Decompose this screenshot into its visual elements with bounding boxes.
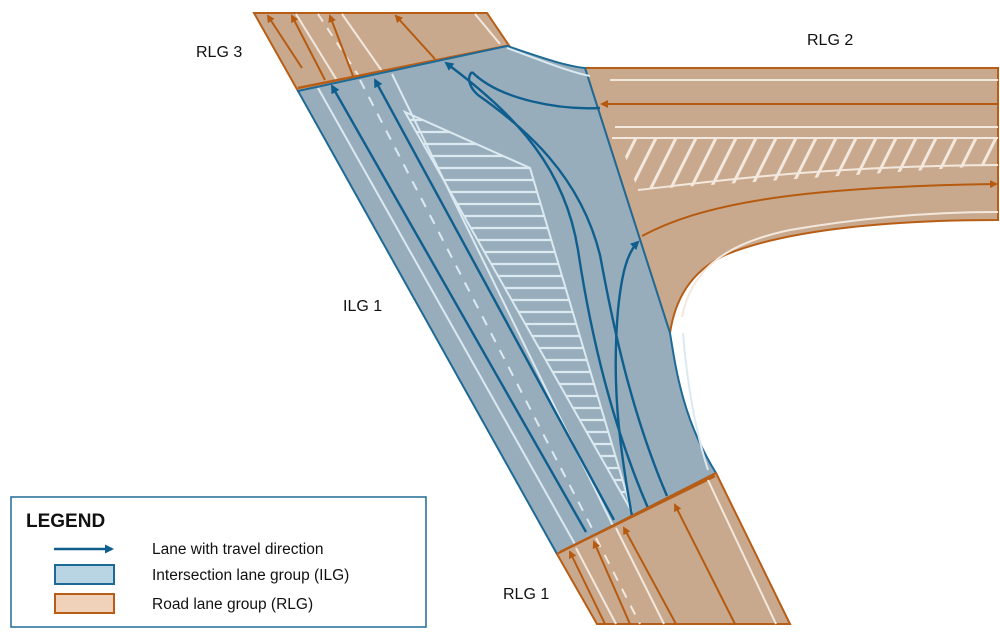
label-rlg1: RLG 1 [503, 586, 549, 603]
label-rlg2: RLG 2 [807, 32, 853, 49]
legend-item-rlg: Road lane group (RLG) [152, 596, 313, 613]
label-rlg3: RLG 3 [196, 44, 242, 61]
rlg-swatch-icon [54, 593, 115, 614]
rlg2-road-group [583, 67, 999, 334]
rlg3-road-group [252, 12, 512, 93]
legend-item-lane: Lane with travel direction [152, 541, 323, 558]
legend: LEGEND Lane with travel direction Inters… [10, 496, 427, 628]
rlg1-road-group [555, 471, 792, 625]
ilg-swatch-icon [54, 564, 115, 585]
label-ilg1: ILG 1 [343, 298, 382, 315]
legend-title: LEGEND [26, 511, 105, 532]
legend-item-ilg: Intersection lane group (ILG) [152, 567, 349, 584]
